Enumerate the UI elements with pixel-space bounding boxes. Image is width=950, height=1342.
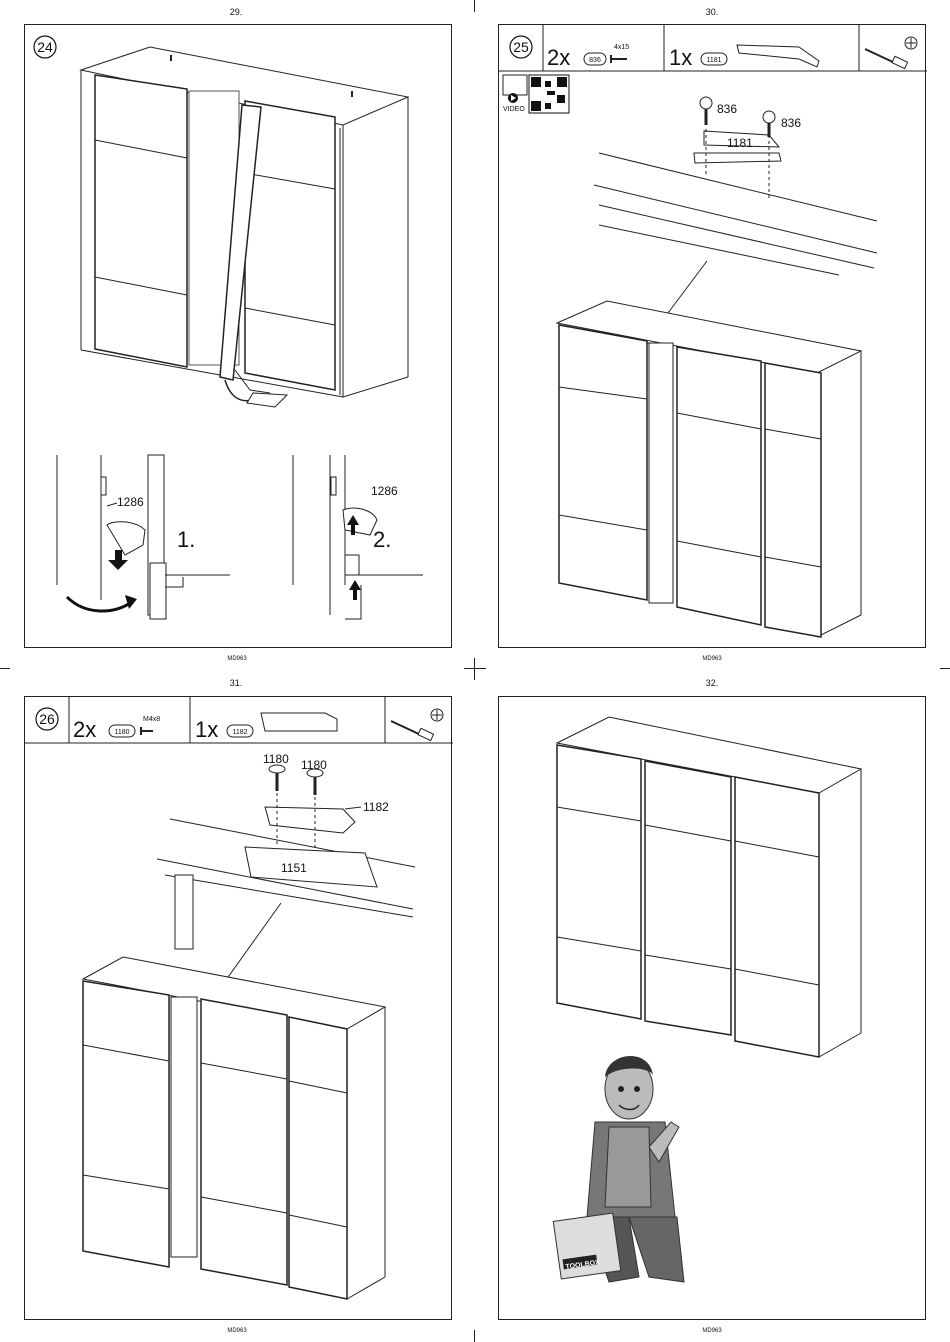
qr-code (529, 75, 569, 113)
screw-icon (763, 111, 775, 137)
svg-text:836: 836 (589, 57, 601, 64)
action-number: 1. (177, 527, 195, 552)
up-arrow-icon (349, 580, 361, 600)
svg-text:1182: 1182 (232, 729, 247, 736)
curved-arrow-icon (125, 595, 137, 609)
crop-mark (474, 0, 475, 12)
screwdriver-icon (865, 49, 908, 69)
page-number: 31. (206, 678, 266, 688)
instruction-panel-step-24: 24 1286 (24, 24, 452, 648)
screw-icon (141, 727, 153, 735)
page-number: 32. (682, 678, 742, 688)
step-26-illustration: 26 2x 1180 M4x8 1x 1182 1180 1180 1182 1… (25, 697, 453, 1321)
crop-mark (464, 668, 486, 669)
crop-mark (474, 1330, 475, 1342)
video-label: VIDEO (503, 106, 525, 113)
part-quantity: 2x (73, 717, 96, 742)
screw-icon (307, 769, 323, 795)
step-25-illustration: 25 2x 836 4x15 1x 1181 VIDEO 836 836 118… (499, 25, 927, 649)
svg-text:1180: 1180 (114, 729, 129, 736)
page-number: 29. (206, 7, 266, 17)
callout-label: 1181 (727, 136, 753, 150)
action-number: 2. (373, 527, 391, 552)
step-24-illustration: 24 1286 (25, 25, 453, 649)
callout-label: 1151 (281, 861, 307, 875)
bracket-part-icon (737, 45, 819, 67)
page-number: 30. (682, 7, 742, 17)
document-code: MD963 (207, 1328, 267, 1334)
crop-mark (474, 658, 475, 680)
svg-text:25: 25 (513, 39, 529, 55)
crop-mark (0, 668, 10, 669)
finished-wardrobe-illustration: TOOLBOX (499, 697, 927, 1321)
instruction-panel-step-26: 26 2x 1180 M4x8 1x 1182 1180 1180 1182 1… (24, 696, 452, 1320)
document-code: MD963 (682, 656, 742, 662)
screw-icon (700, 97, 712, 125)
part-quantity: 1x (195, 717, 218, 742)
part-label: 1286 (371, 484, 398, 498)
part-quantity: 2x (547, 45, 570, 70)
callout-label: 836 (717, 102, 737, 116)
screwdriver-icon (391, 721, 434, 741)
svg-text:1181: 1181 (706, 57, 721, 64)
phillips-head-icon (431, 709, 443, 721)
callout-label: 1180 (301, 758, 327, 772)
screw-icon (269, 765, 285, 791)
screw-icon (611, 55, 627, 63)
document-code: MD963 (682, 1328, 742, 1334)
svg-text:26: 26 (39, 711, 55, 727)
plate-part-icon (261, 713, 337, 731)
step-number: 24 (37, 39, 53, 55)
svg-text:4x15: 4x15 (614, 44, 629, 51)
instruction-panel-finished: TOOLBOX (498, 696, 926, 1320)
callout-label: 1182 (363, 800, 389, 814)
part-label: 1286 (117, 495, 144, 509)
handyman-mascot: TOOLBOX (553, 1056, 684, 1282)
part-quantity: 1x (669, 45, 692, 70)
crop-mark (940, 668, 950, 669)
instruction-panel-step-25: 25 2x 836 4x15 1x 1181 VIDEO 836 836 118… (498, 24, 926, 648)
callout-label: 1180 (263, 752, 289, 766)
callout-label: 836 (781, 116, 801, 130)
svg-text:M4x8: M4x8 (143, 716, 160, 723)
phillips-head-icon (905, 37, 917, 49)
document-code: MD963 (207, 656, 267, 662)
